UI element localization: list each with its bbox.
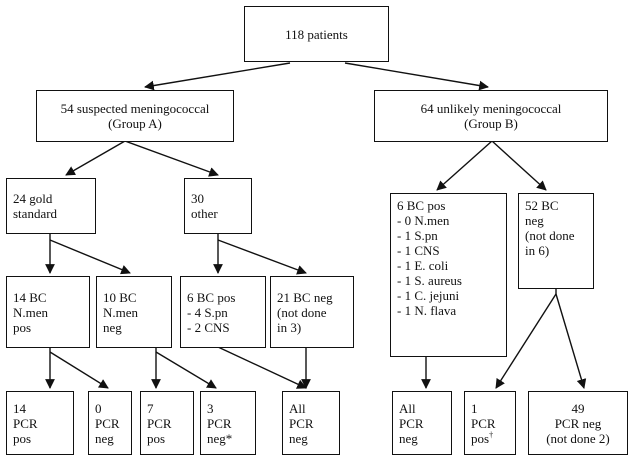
node-bc-neg-b: 52 BC neg (not done in 6) (518, 193, 594, 289)
arrow-group-b-to-bc-pos-b (436, 140, 493, 191)
node-bc-neg-a: 21 BC neg (not done in 3) (270, 276, 354, 348)
arrow-other-to-bc-neg-a (217, 239, 307, 275)
node-gold-standard: 24 gold standard (6, 178, 96, 234)
node-bc-nmen-neg: 10 BC N.men neg (96, 276, 172, 348)
arrow-bc-neg-b-to-pcr-1 (495, 293, 557, 389)
node-pcr-all-neg-a: All PCR neg (282, 391, 340, 455)
node-bc-pos-b: 6 BC pos - 0 N.men - 1 S.pn - 1 CNS - 1 … (390, 193, 507, 357)
dagger-footnote-mark: † (489, 430, 494, 440)
node-pcr-3-neg: 3 PCR neg* (200, 391, 256, 455)
node-group-b: 64 unlikely meningococcal (Group B) (374, 90, 608, 142)
arrow-bc-nmen-neg-to-pcr-3 (155, 351, 217, 389)
node-pcr-all-neg-b: All PCR neg (392, 391, 452, 455)
node-root: 118 patients (244, 6, 389, 62)
arrow-root-to-group-b (344, 62, 489, 91)
asterisk-footnote-mark: * (225, 430, 233, 446)
arrow-group-a-to-other (124, 140, 219, 177)
node-pcr-1-pos: 1 PCR pos† (464, 391, 516, 455)
node-bc-pos-a: 6 BC pos - 4 S.pn - 2 CNS (180, 276, 266, 348)
node-other: 30 other (184, 178, 252, 234)
node-pcr-14-pos: 14 PCR pos (6, 391, 74, 455)
node-bc-nmen-pos: 14 BC N.men pos (6, 276, 90, 348)
node-group-a: 54 suspected meningococcal (Group A) (36, 90, 234, 142)
node-pcr-0-neg: 0 PCR neg (88, 391, 132, 455)
node-pcr-7-pos: 7 PCR pos (140, 391, 194, 455)
arrow-root-to-group-a (144, 62, 291, 91)
arrow-bc-pos-a-to-pcr-all-a (217, 346, 307, 389)
arrow-gold-standard-to-bc-nmen-neg (49, 239, 131, 275)
node-pcr-49-neg: 49 PCR neg (not done 2) (528, 391, 628, 455)
arrow-bc-nmen-pos-to-pcr-0 (49, 351, 109, 389)
arrow-bc-neg-b-to-pcr-49 (555, 293, 587, 389)
arrow-group-a-to-gold-standard (65, 140, 126, 176)
arrow-group-b-to-bc-neg-b (491, 140, 547, 191)
